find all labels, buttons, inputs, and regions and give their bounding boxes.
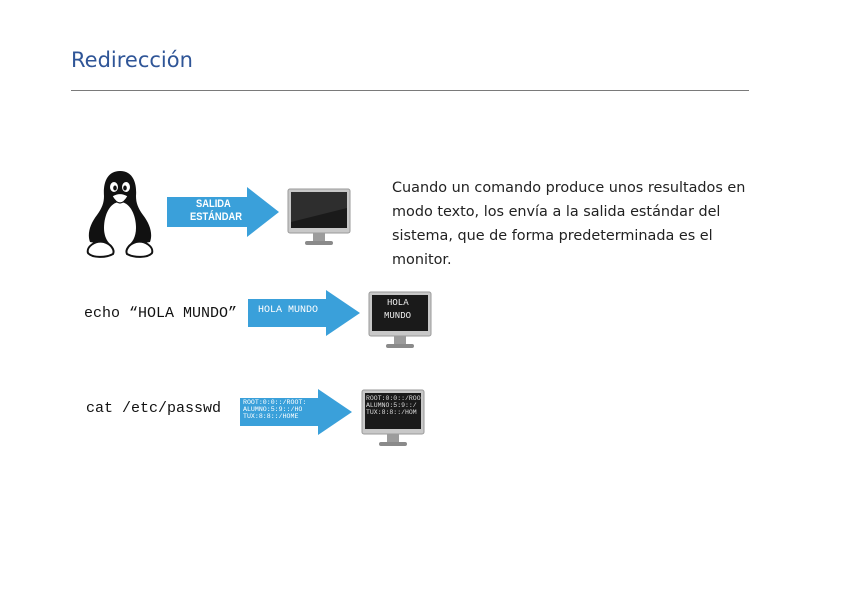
slide-title: Redirección	[71, 48, 193, 72]
cat-command: cat /etc/passwd	[86, 400, 222, 417]
echo-arrow-text: HOLA MUNDO	[258, 305, 319, 316]
cat-arrow-line2: ALUMNO:5:9::/HO	[243, 406, 303, 413]
echo-screen-line2: MUNDO	[384, 311, 412, 321]
title-divider	[71, 90, 749, 91]
echo-command: echo “HOLA MUNDO”	[84, 305, 238, 322]
cat-screen-line3: TUX:8:8::/HOM	[366, 409, 417, 416]
arrow-label-line1: SALIDA	[196, 198, 231, 210]
cat-output-arrow	[240, 389, 352, 435]
monitor-icon	[361, 389, 425, 446]
cat-screen-line2: ALUMNO:5:9::/	[366, 402, 417, 409]
echo-screen-line1: HOLA	[387, 298, 409, 308]
tux-penguin-icon	[86, 171, 154, 258]
arrow-label-line2: ESTÁNDAR	[190, 211, 242, 223]
monitor-icon	[368, 291, 432, 348]
monitor-icon	[287, 188, 351, 245]
redirection-description: Cuando un comando produce unos resultado…	[392, 180, 746, 268]
cat-screen-line1: ROOT:0:0::/ROO	[366, 395, 421, 402]
salida-estandar-arrow	[167, 187, 279, 237]
cat-arrow-line1: ROOT:0:0::/ROOT:	[243, 399, 307, 406]
cat-arrow-line3: TUX:8:8::/HOME	[243, 413, 299, 420]
echo-output-arrow	[248, 290, 360, 336]
